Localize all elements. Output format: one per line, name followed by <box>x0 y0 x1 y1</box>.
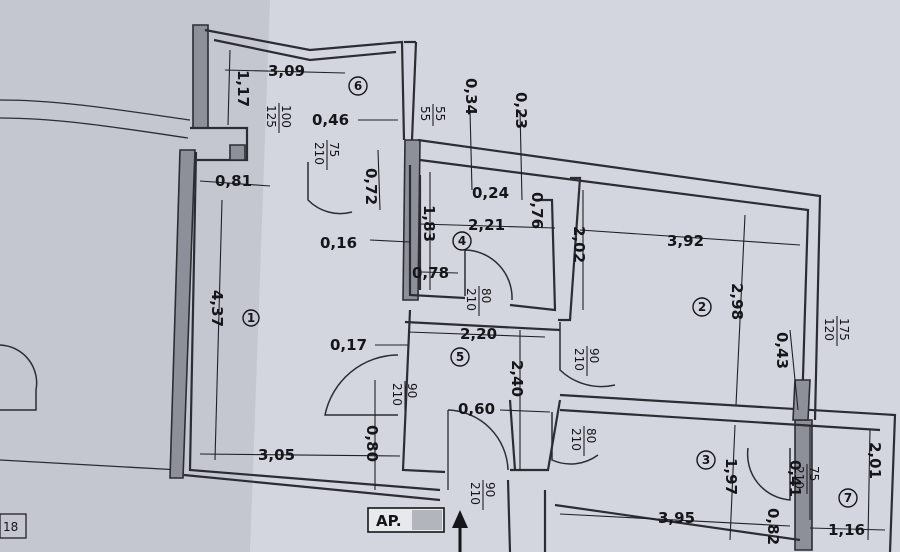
dim-1-83: 1,83 <box>420 205 438 242</box>
room-6-circle <box>348 76 368 96</box>
room-5-label: 5 <box>456 350 464 364</box>
dim-0-76: 0,76 <box>528 192 546 229</box>
svg-text:100: 100 <box>279 105 293 128</box>
dim-0-17: 0,17 <box>330 336 367 354</box>
dim-3-05: 3,05 <box>258 446 295 464</box>
outer-walls <box>169 126 897 552</box>
room-7-label: 7 <box>844 491 852 505</box>
dim-0-24: 0,24 <box>472 184 509 202</box>
opening-55-55: 55 55 <box>418 104 447 126</box>
dim-2-98: 2,98 <box>728 283 746 320</box>
svg-text:210: 210 <box>464 288 478 311</box>
dim-0-16: 0,16 <box>320 234 357 252</box>
balcony-walls <box>192 24 418 141</box>
svg-text:125: 125 <box>264 105 278 128</box>
dim-3-95: 3,95 <box>658 509 695 527</box>
dim-1-97: 1,97 <box>722 458 740 495</box>
svg-text:55: 55 <box>433 106 447 121</box>
svg-text:80: 80 <box>584 428 598 443</box>
dim-0-80: 0,80 <box>363 425 381 462</box>
opening-75-210-room7: 75 210 <box>792 464 821 494</box>
opening-90-210-room1: 90 210 <box>390 381 419 411</box>
svg-text:210: 210 <box>569 428 583 451</box>
opening-90-210-room2: 90 210 <box>572 346 601 376</box>
page-number-text: 18 <box>3 520 18 534</box>
dim-0-34: 0,34 <box>462 78 480 115</box>
svg-text:120: 120 <box>822 318 836 341</box>
dim-1-16: 1,16 <box>828 521 865 539</box>
room-1-circle <box>242 309 260 327</box>
room-7-circle <box>838 488 858 508</box>
dim-3-09: 3,09 <box>268 62 305 80</box>
dim-3-92: 3,92 <box>667 232 704 250</box>
dim-0-41: 0,41 <box>786 460 804 497</box>
opening-175-120: 175 120 <box>822 316 851 346</box>
room-3-circle <box>696 450 716 470</box>
room-labels: 1 2 3 4 5 6 7 <box>242 76 858 508</box>
dim-2-21: 2,21 <box>468 216 505 234</box>
entrance-arrow-icon <box>452 510 468 552</box>
svg-text:175: 175 <box>837 318 851 341</box>
room-2-label: 2 <box>698 300 706 314</box>
opening-labels: 100 125 75 210 55 55 80 210 90 210 90 21… <box>264 103 851 510</box>
svg-text:80: 80 <box>479 288 493 303</box>
svg-text:210: 210 <box>390 383 404 406</box>
svg-text:210: 210 <box>572 348 586 371</box>
svg-text:75: 75 <box>327 142 341 157</box>
room-2-circle <box>692 297 712 317</box>
opening-80-210-room3: 80 210 <box>569 426 598 456</box>
dim-0-23: 0,23 <box>512 92 530 129</box>
adjacent-unit <box>0 99 191 471</box>
svg-text:210: 210 <box>468 482 482 505</box>
dim-4-37: 4,37 <box>208 290 226 327</box>
dim-1-17: 1,17 <box>234 70 252 107</box>
room-6-label: 6 <box>354 79 362 93</box>
room-4-label: 4 <box>458 234 466 248</box>
svg-text:90: 90 <box>483 482 497 497</box>
dim-2-01: 2,01 <box>866 442 884 479</box>
svg-text:55: 55 <box>418 106 432 121</box>
svg-text:90: 90 <box>405 383 419 398</box>
dim-0-78: 0,78 <box>412 264 449 282</box>
dim-0-81: 0,81 <box>215 172 252 190</box>
paper-shadow <box>0 0 270 552</box>
dim-2-02: 2,02 <box>570 226 588 263</box>
opening-75-210-balcony: 75 210 <box>312 140 341 170</box>
page-number: 18 <box>0 513 27 539</box>
svg-text:90: 90 <box>587 348 601 363</box>
inner-walls <box>229 144 811 474</box>
svg-text:210: 210 <box>312 142 326 165</box>
dim-0-72: 0,72 <box>362 168 380 205</box>
dim-2-20: 2,20 <box>460 325 497 343</box>
dim-0-60: 0,60 <box>458 400 495 418</box>
room-1-label: 1 <box>247 311 255 325</box>
apartment-tag-text: AP. <box>376 512 402 530</box>
opening-80-210-room4: 80 210 <box>464 286 493 316</box>
opening-90-210-entrance: 90 210 <box>468 480 497 510</box>
room-4-circle <box>452 231 472 251</box>
dimension-labels: 3,09 1,17 0,46 0,34 0,23 0,81 0,72 0,24 … <box>208 62 884 545</box>
apartment-tag: AP. <box>367 507 445 533</box>
door-swings <box>307 162 791 501</box>
dim-0-43: 0,43 <box>773 332 791 369</box>
room-3-label: 3 <box>702 453 710 467</box>
dimension-lines <box>199 49 886 541</box>
room-5-circle <box>450 347 470 367</box>
dim-2-40: 2,40 <box>508 360 526 397</box>
svg-text:75: 75 <box>807 466 821 481</box>
opening-100-125: 100 125 <box>264 103 293 133</box>
dim-0-82: 0,82 <box>764 508 782 545</box>
dim-0-46: 0,46 <box>312 111 349 129</box>
svg-text:210: 210 <box>792 466 806 489</box>
